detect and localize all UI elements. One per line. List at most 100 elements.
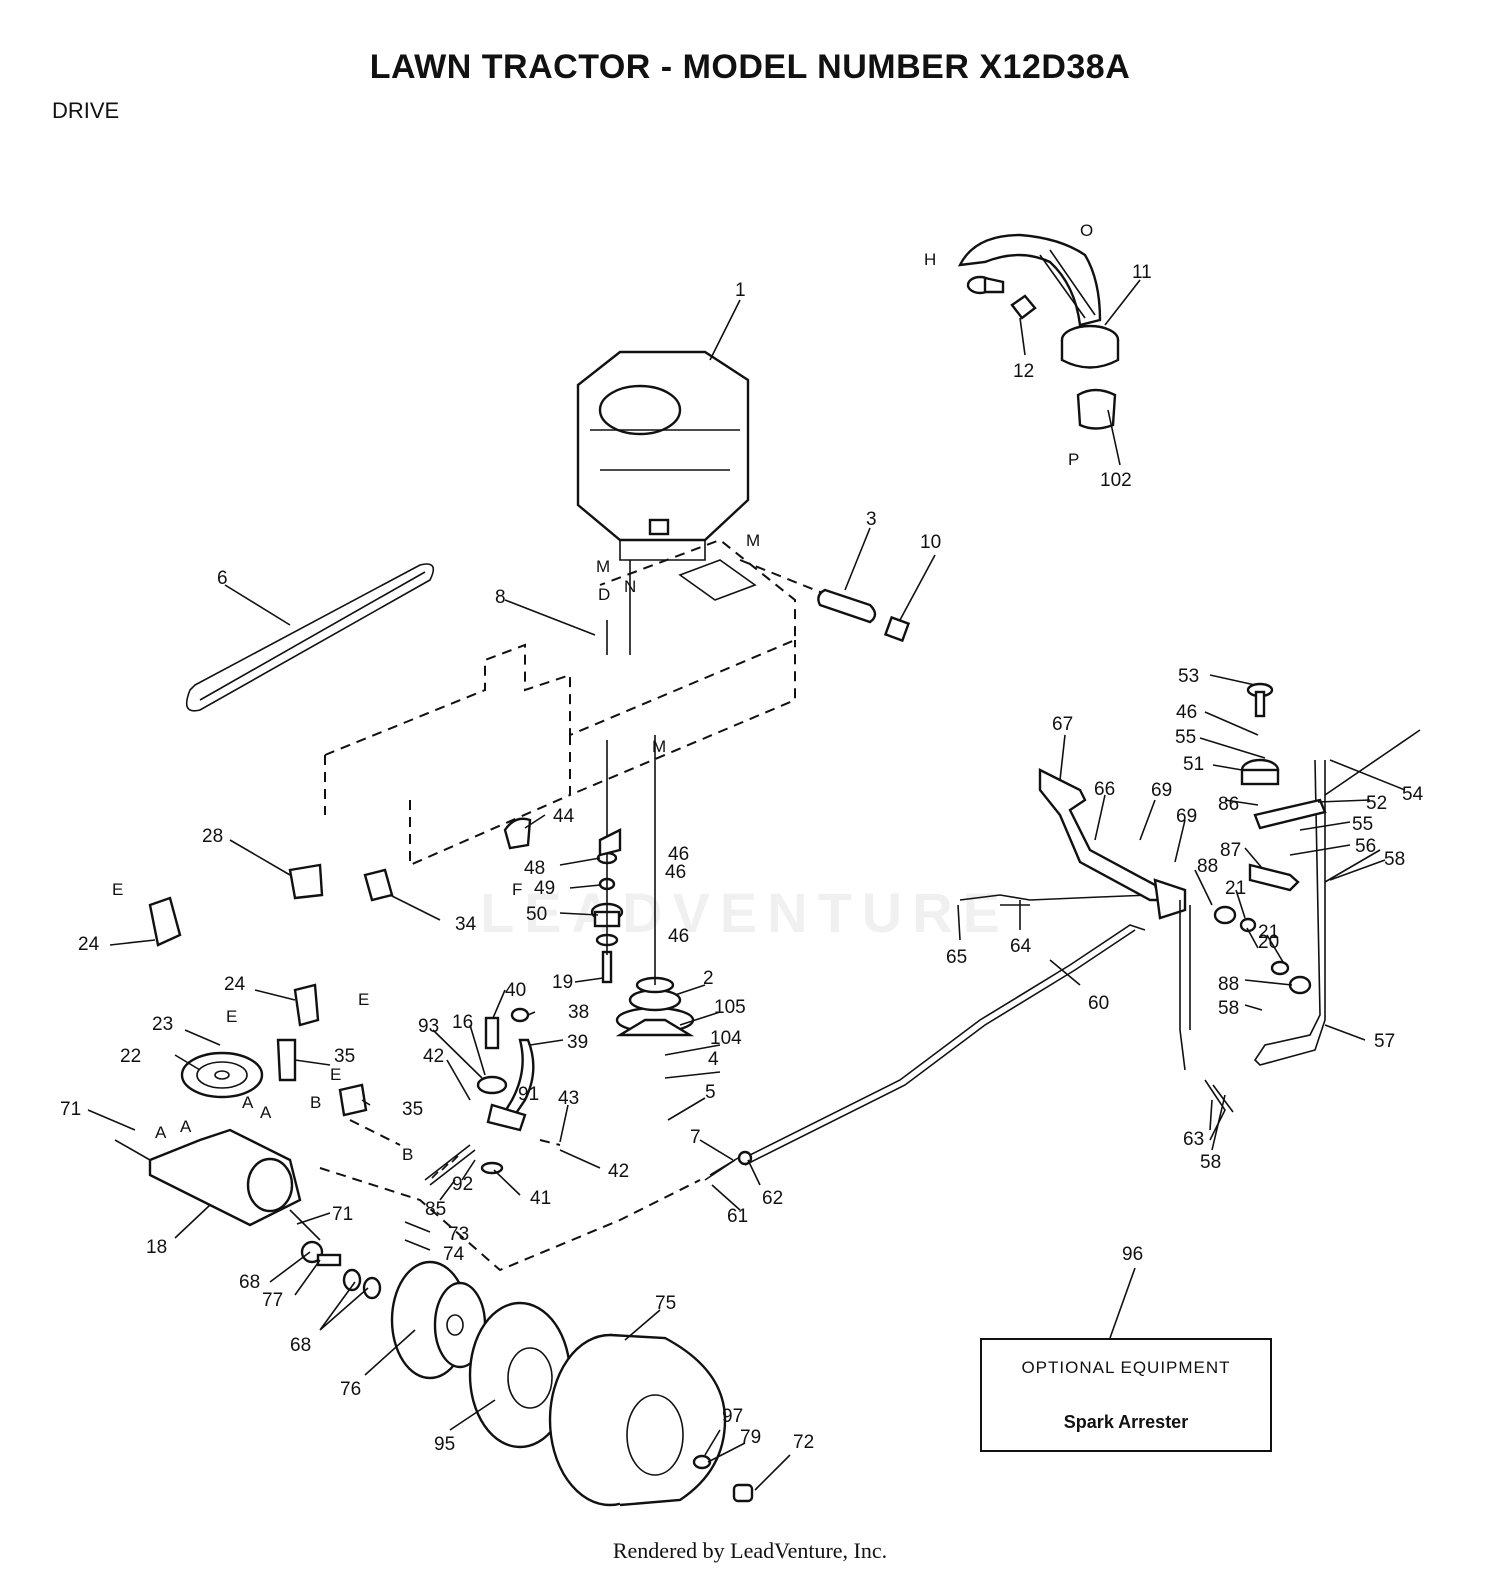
brake-linkage-part[interactable] [424, 1007, 535, 1186]
callout-28: 28 [202, 826, 223, 847]
engine-pulley-part[interactable] [615, 976, 695, 1037]
callout-51: 51 [1183, 754, 1204, 775]
letter-n: N [624, 577, 636, 596]
callout-leaders [87, 279, 1406, 1491]
transaxle-part[interactable] [114, 1128, 321, 1241]
washer-part[interactable] [362, 1276, 382, 1300]
callout-8: 8 [495, 587, 506, 608]
bracket-parts[interactable] [148, 817, 622, 1117]
callout-75: 75 [655, 1293, 676, 1314]
wheel-rim-part[interactable] [390, 1260, 487, 1380]
callout-7: 7 [690, 1127, 701, 1148]
callout-79: 79 [740, 1427, 761, 1448]
callout-22: 22 [120, 1046, 141, 1067]
letter-a1: A [155, 1123, 167, 1142]
letter-d: D [598, 585, 610, 604]
callout-87: 87 [1220, 840, 1241, 861]
callout-1: 1 [735, 280, 746, 301]
optional-equipment-title: OPTIONAL EQUIPMENT [1021, 1358, 1231, 1377]
callout-11: 11 [1132, 262, 1152, 283]
callout-19: 19 [552, 972, 573, 993]
callout-43: 43 [558, 1088, 579, 1109]
callout-95: 95 [434, 1434, 455, 1455]
letter-o: O [1080, 221, 1093, 240]
callout-18: 18 [146, 1237, 167, 1258]
callout-64: 64 [1010, 936, 1032, 957]
callout-39: 39 [567, 1032, 588, 1053]
callout-46d: 46 [1176, 702, 1197, 723]
callout-42b: 42 [608, 1161, 629, 1182]
callout-60: 60 [1088, 993, 1109, 1014]
hub-cap-part[interactable] [732, 1483, 754, 1503]
callout-77: 77 [262, 1290, 283, 1311]
callout-88a: 88 [1197, 856, 1218, 877]
letter-e3: E [226, 1007, 237, 1026]
callout-12: 12 [1013, 361, 1034, 382]
callout-40: 40 [505, 980, 526, 1001]
optional-equipment-box: OPTIONAL EQUIPMENT Spark Arrester [980, 1338, 1272, 1452]
axle-key-part[interactable] [316, 1253, 342, 1267]
control-cable-part[interactable] [704, 894, 1151, 1181]
callout-24b: 24 [224, 974, 246, 995]
callout-42a: 42 [423, 1046, 444, 1067]
letter-p: P [1068, 450, 1079, 469]
callout-68b: 68 [290, 1335, 311, 1356]
tire-outer-part[interactable] [548, 1333, 727, 1507]
callout-104: 104 [710, 1028, 742, 1049]
callout-52: 52 [1366, 793, 1387, 814]
callout-35a: 35 [334, 1046, 355, 1067]
letter-a3: A [242, 1093, 254, 1112]
callout-58a: 58 [1384, 849, 1405, 870]
transaxle-pulley-part[interactable] [180, 1051, 264, 1099]
letter-m1: M [596, 557, 610, 576]
letter-a2: A [180, 1117, 192, 1136]
callout-35b: 35 [402, 1099, 423, 1120]
callout-56: 56 [1355, 836, 1376, 857]
letter-b1: B [310, 1093, 321, 1112]
callout-55a: 55 [1175, 727, 1196, 748]
washer-part[interactable] [692, 1454, 712, 1470]
callout-66: 66 [1094, 779, 1115, 800]
page-title: LAWN TRACTOR - MODEL NUMBER X12D38A [369, 48, 1131, 86]
callout-5: 5 [705, 1082, 716, 1103]
engine-part[interactable] [576, 350, 750, 561]
callout-53: 53 [1178, 666, 1199, 687]
callout-2: 2 [703, 968, 714, 989]
frame-part [324, 538, 841, 867]
belt-part[interactable] [185, 563, 435, 712]
callout-46a: 46 [668, 844, 689, 865]
muffler-part[interactable] [957, 233, 1120, 430]
callout-46c: 46 [668, 926, 689, 947]
linkage-rod-part[interactable] [1179, 759, 1326, 1071]
callout-34: 34 [455, 914, 477, 935]
callout-numbers: 1 2 3 4 5 6 7 8 10 11 12 16 18 19 20 21 … [60, 262, 1424, 1455]
callout-41: 41 [530, 1188, 551, 1209]
control-bracket-parts[interactable] [1240, 682, 1421, 892]
callout-102: 102 [1100, 470, 1132, 491]
callout-44: 44 [553, 806, 575, 827]
washer-part[interactable] [342, 1268, 362, 1292]
callout-72: 72 [793, 1432, 814, 1453]
section-label: DRIVE [52, 98, 120, 123]
callout-58b: 58 [1218, 998, 1239, 1019]
callout-63: 63 [1183, 1129, 1204, 1150]
shift-lever-part[interactable] [1038, 768, 1187, 920]
callout-71a: 71 [60, 1099, 81, 1120]
callout-21b: 21 [1258, 922, 1279, 943]
callout-88b: 88 [1218, 974, 1239, 995]
callout-68a: 68 [239, 1272, 260, 1293]
callout-6: 6 [217, 568, 228, 589]
callout-24a: 24 [78, 934, 100, 955]
axle-sleeve-part[interactable] [817, 588, 911, 643]
bushing-parts[interactable] [1204, 905, 1312, 1141]
callout-20: 20 [1258, 932, 1279, 953]
callout-61: 61 [727, 1206, 748, 1227]
callout-96: 96 [1122, 1244, 1143, 1265]
callout-69b: 69 [1176, 806, 1197, 827]
letter-e1: E [112, 880, 123, 899]
callout-10: 10 [920, 532, 941, 553]
reference-letters: H O P M M M N D F E E E E B B A A A A [112, 221, 1093, 1164]
letter-m2: M [746, 531, 760, 550]
footer-credit: Rendered by LeadVenture, Inc. [612, 1538, 888, 1563]
